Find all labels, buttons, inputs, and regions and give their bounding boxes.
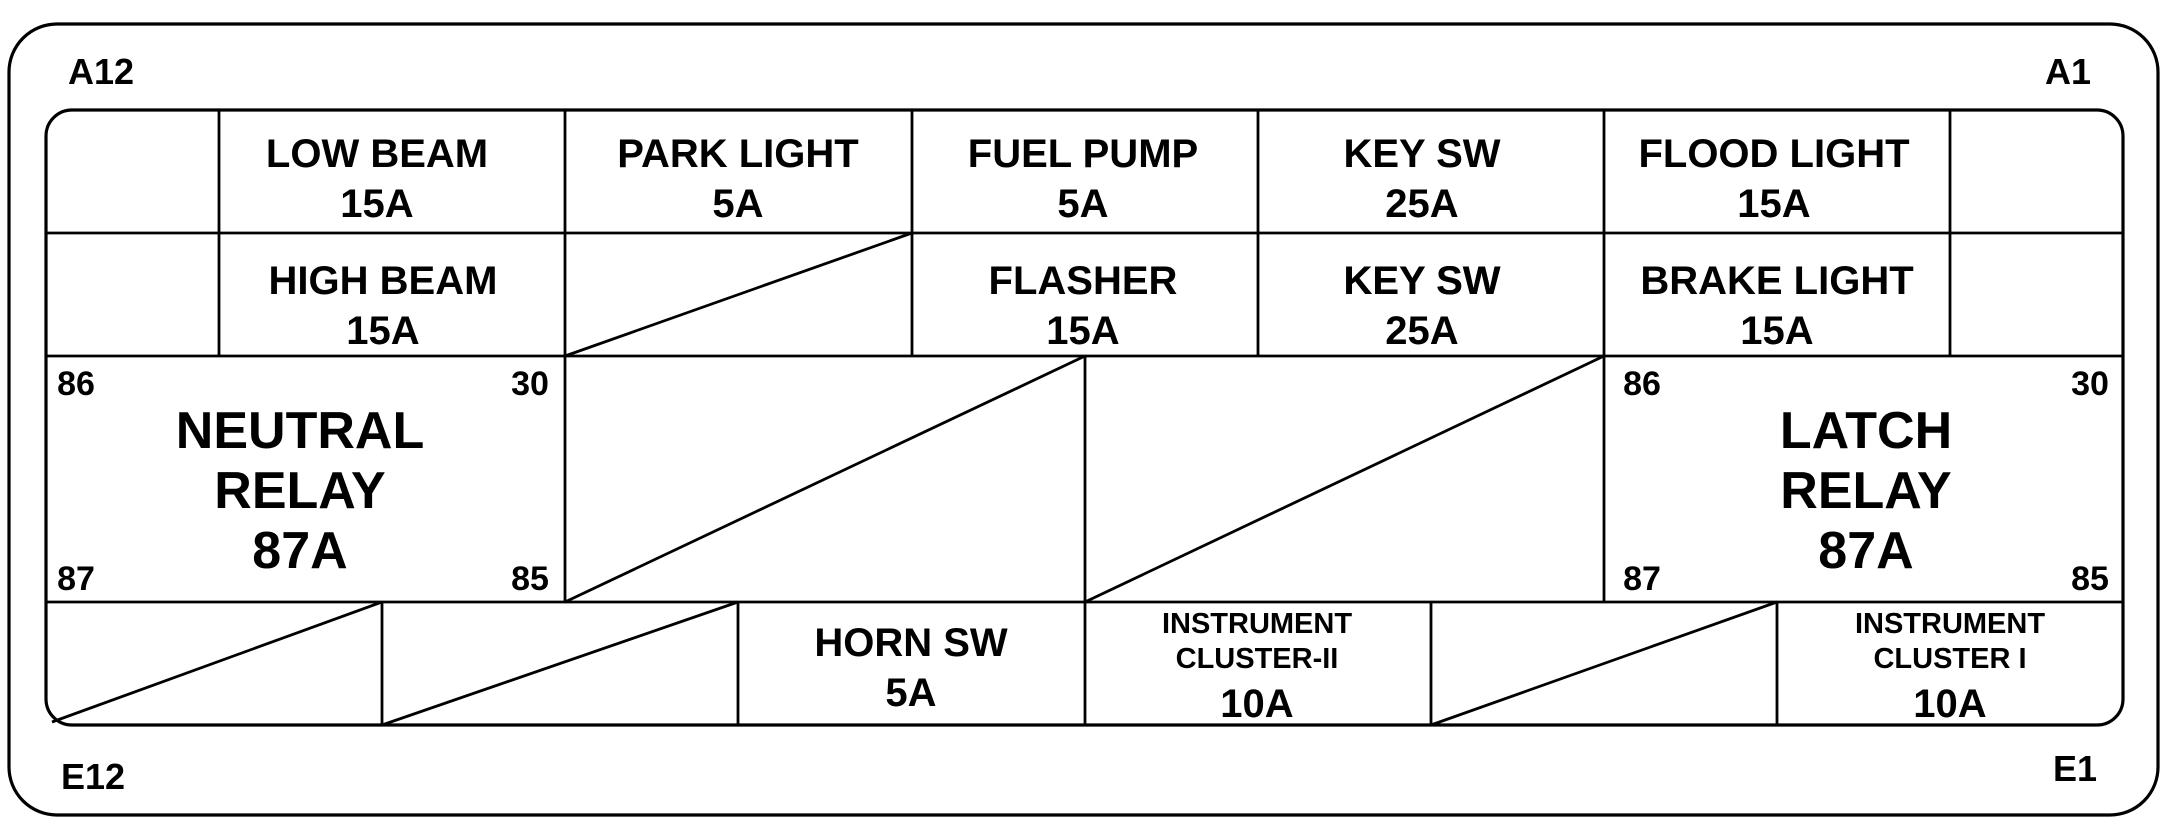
relay-label: LATCH [1780,402,1952,460]
relay-pin: 30 [511,365,549,403]
fuse-rating: 25A [1385,309,1458,353]
fuse-name: FUEL PUMP [968,132,1198,176]
fuse-rating: 15A [1740,309,1813,353]
fuse-rating: 5A [712,182,763,226]
relay-label: NEUTRAL [176,402,424,460]
fuse-rating: 15A [1737,182,1810,226]
fuse-name: INSTRUMENT [1855,608,2045,640]
relay-label: RELAY [214,462,385,520]
corner-label-e12: E12 [61,756,125,797]
fuse-name: HORN SW [814,621,1008,665]
fuse-name: FLOOD LIGHT [1638,132,1909,176]
empty-slot-diagonal [564,231,913,358]
relay-pin: 86 [57,365,95,403]
relay-pin: 87 [57,560,95,598]
fuse-name: KEY SW [1343,132,1500,176]
relay-pin: 87 [1623,560,1661,598]
relay-label: RELAY [1780,462,1951,520]
relay-pin: 85 [2071,560,2109,598]
fuse-name: KEY SW [1343,259,1500,303]
corner-label-e1: E1 [2053,748,2097,789]
relay-rating: 87A [1818,522,1913,580]
empty-slot-diagonal [1084,354,1605,604]
fuse-box-outline [7,22,2160,817]
fuse-name: PARK LIGHT [617,132,858,176]
empty-slot-diagonal [51,600,383,724]
relay-pin: 86 [1623,365,1661,403]
fuse-rating: 15A [1046,309,1119,353]
fuse-name: CLUSTER-II [1176,643,1339,675]
empty-slot-diagonal [381,600,739,727]
fuse-name: LOW BEAM [266,132,488,176]
corner-label-a1: A1 [2045,51,2091,92]
relay-pin: 85 [511,560,549,598]
fuse-rating: 15A [340,182,413,226]
corner-label-a12: A12 [68,51,134,92]
fuse-rating: 5A [1057,182,1108,226]
fuse-rating: 5A [885,671,936,715]
empty-slot-diagonal [1430,600,1778,727]
fuse-rating: 15A [346,309,419,353]
fuse-rating: 10A [1220,682,1293,726]
relay-pin: 30 [2071,365,2109,403]
fuse-name: BRAKE LIGHT [1640,259,1913,303]
fuse-rating: 25A [1385,182,1458,226]
fuse-rating: 10A [1913,682,1986,726]
fuse-name: HIGH BEAM [269,259,498,303]
relay-rating: 87A [252,522,347,580]
fuse-name: KEY SW [1343,259,1500,303]
fuse-name: FLASHER [989,259,1178,303]
fuse-name: CLUSTER I [1873,643,2026,675]
empty-slot-diagonal [564,354,1086,604]
fuse-name: INSTRUMENT [1162,608,1352,640]
